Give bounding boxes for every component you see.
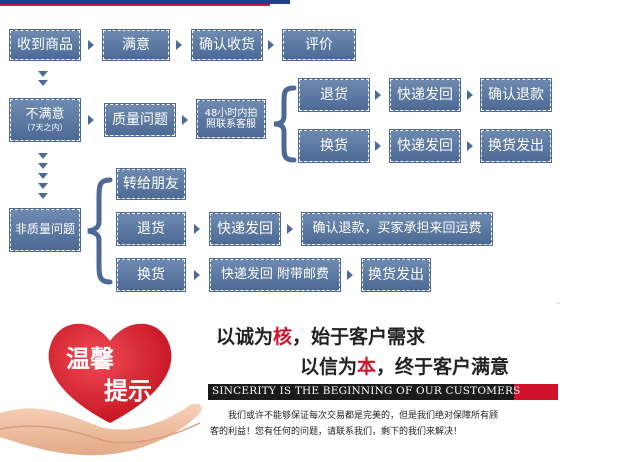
arrow-right-icon xyxy=(375,141,381,151)
step-express-back-with-postage: 快递发回 附带邮费 xyxy=(209,258,341,292)
step-exchange-shipped: 换货发出 xyxy=(361,258,431,292)
english-slogan: SINCERITY IS THE BEGINNING OF OUR CUSTOM… xyxy=(212,385,521,397)
arrow-down-icon xyxy=(38,153,48,159)
step-unsatisfied: 不满意 （7天之内） xyxy=(9,98,81,142)
arrow-right-icon xyxy=(287,224,293,234)
arrow-down-icon xyxy=(38,173,48,179)
arrow-right-icon xyxy=(88,40,94,50)
step-exchange-shipped: 换货发出 xyxy=(480,129,552,163)
step-express-back: 快递发回 xyxy=(209,212,281,246)
arrow-right-icon xyxy=(268,40,274,50)
english-banner-accent xyxy=(514,384,558,400)
step-return: 退货 xyxy=(116,212,186,246)
slogan-line-2: 以信为本，终于客户满意 xyxy=(300,356,510,378)
arrow-right-icon xyxy=(182,115,188,125)
step-exchange: 换货 xyxy=(116,258,186,292)
heart-text-line1: 温馨 xyxy=(66,344,115,373)
hands-heart-illustration xyxy=(0,323,202,456)
step-express-back: 快递发回 xyxy=(389,78,461,112)
step-review: 评价 xyxy=(282,29,356,61)
arrow-right-icon xyxy=(194,224,200,234)
step-confirm-refund-buyer-pays: 确认退款，买家承担来回运费 xyxy=(301,212,493,246)
step-exchange: 换货 xyxy=(298,129,370,163)
step-satisfied: 满意 xyxy=(102,29,170,61)
arrow-right-icon xyxy=(194,270,200,280)
step-unsatisfied-label: 不满意 xyxy=(25,106,65,122)
step-unsatisfied-sub: （7天之内） xyxy=(22,122,68,132)
step-quality-issue: 质量问题 xyxy=(104,103,176,137)
arrow-right-icon xyxy=(467,141,473,151)
heart-caption: 温馨 提示 xyxy=(66,344,152,405)
step-non-quality-issue: 非质量问题 xyxy=(9,208,81,252)
header-accent-bar-red xyxy=(0,4,270,6)
english-banner-bar xyxy=(208,384,558,400)
step-confirm-refund: 确认退款 xyxy=(480,78,552,112)
arrow-right-icon xyxy=(176,40,182,50)
step-confirm-receipt: 确认收货 xyxy=(191,29,263,61)
step-return: 退货 xyxy=(298,78,370,112)
arrow-down-icon xyxy=(38,71,48,77)
arrow-right-icon xyxy=(88,115,94,125)
arrow-right-icon xyxy=(467,90,473,100)
header-accent-bar xyxy=(0,0,290,4)
heart-text-line2: 提示 xyxy=(104,376,152,405)
step-contact-service: 48小时内拍 照联系客服 xyxy=(196,99,266,139)
note-line-2: 客的利益！您有任何的问题，请联系我们，剩下的我们来解决！ xyxy=(210,427,463,437)
arrow-down-icon xyxy=(38,163,48,169)
arrow-down-icon xyxy=(38,80,48,86)
arrow-right-icon xyxy=(347,270,353,280)
arrow-down-icon xyxy=(38,183,48,189)
arrow-right-icon xyxy=(375,90,381,100)
step-express-back: 快递发回 xyxy=(389,129,461,163)
arrow-down-icon xyxy=(38,193,48,199)
contact-line-2: 照联系客服 xyxy=(206,119,256,130)
step-transfer-friend: 转给朋友 xyxy=(116,168,186,200)
heart-icon xyxy=(48,323,172,423)
note-line-1: 我们或许不能够保证每次交易都是完美的，但是我们绝对保障所有顾 xyxy=(228,411,499,421)
contact-line-1: 48小时内拍 xyxy=(204,107,258,119)
step-received-goods: 收到商品 xyxy=(9,29,81,61)
branch-bracket xyxy=(87,177,113,285)
branch-bracket xyxy=(273,85,297,163)
slogan-line-1: 以诚为核，始于客户需求 xyxy=(216,326,426,348)
